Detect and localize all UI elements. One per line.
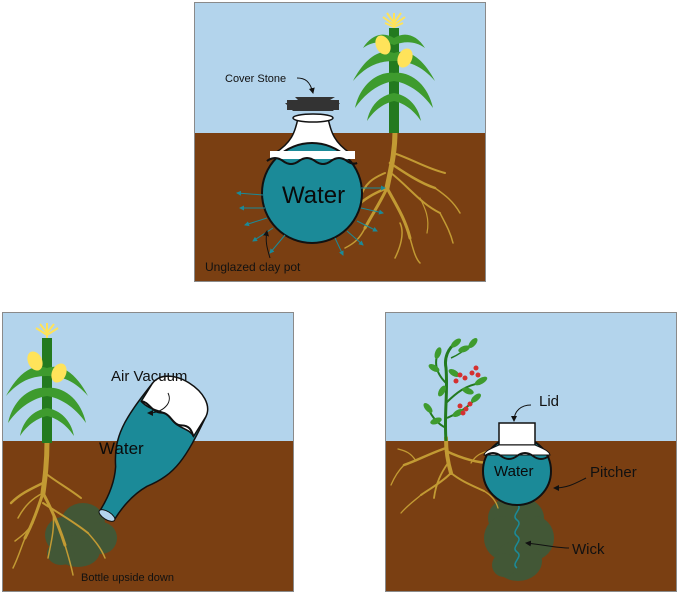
bottle-water-surface bbox=[140, 400, 195, 437]
corn-tassel bbox=[35, 323, 59, 338]
seepage-arrows bbox=[236, 185, 386, 256]
lid-leader bbox=[511, 404, 532, 422]
clay-pot-label: Unglazed clay pot bbox=[205, 260, 301, 274]
bottle-label: Bottle upside down bbox=[81, 572, 174, 584]
panel-bottle: Air Vacuum Water Bottle upside down bbox=[2, 312, 294, 592]
air-vacuum-label: Air Vacuum bbox=[111, 368, 187, 385]
pitcher-leader bbox=[553, 477, 587, 491]
pot-leader bbox=[263, 230, 271, 259]
pot-water-label: Water bbox=[282, 182, 345, 209]
corn-cob-right bbox=[51, 363, 67, 383]
panel-pitcher: Lid Water Pitcher Wick bbox=[385, 312, 677, 592]
cover-stone-body bbox=[287, 100, 339, 110]
clay-pot bbox=[261, 113, 363, 244]
panel-clay-pot: Cover Stone Water Unglazed clay pot bbox=[194, 2, 486, 282]
tomato-plant bbox=[423, 338, 488, 442]
tomato-stem bbox=[443, 341, 457, 442]
pitcher-illustration: Lid Water Pitcher Wick bbox=[386, 313, 676, 591]
pot-shoulder-white bbox=[270, 151, 355, 159]
cover-stone-leader bbox=[296, 77, 315, 94]
clay-pot-illustration: Cover Stone Water Unglazed clay pot bbox=[195, 3, 485, 281]
cover-stone-label: Cover Stone bbox=[225, 73, 286, 85]
plant-roots bbox=[390, 436, 499, 514]
bottle-neck-opening bbox=[98, 509, 116, 522]
pitcher-water-label: Water bbox=[494, 463, 533, 480]
tomato-berries bbox=[453, 365, 481, 416]
pot-body bbox=[261, 142, 363, 244]
bottle bbox=[98, 375, 209, 522]
corn-plant bbox=[6, 323, 88, 443]
corn-tassel bbox=[382, 12, 406, 28]
bottle-illustration: Air Vacuum Water Bottle upside down bbox=[3, 313, 293, 591]
pot-mouth bbox=[292, 113, 334, 123]
pitcher-label: Pitcher bbox=[590, 464, 637, 481]
air-vacuum-leader bbox=[147, 392, 170, 416]
sky bbox=[195, 3, 485, 133]
corn-plant bbox=[353, 12, 435, 133]
corn-cob-left bbox=[375, 35, 391, 55]
plant-roots bbox=[339, 128, 461, 264]
pitcher-lid bbox=[498, 422, 536, 446]
bottle-water-label: Water bbox=[99, 439, 144, 458]
corn-cob-right bbox=[397, 48, 413, 68]
plant-roots bbox=[9, 438, 106, 576]
pitcher-water-surface bbox=[484, 452, 550, 460]
pitcher-shoulder bbox=[483, 444, 551, 456]
corn-cob-left bbox=[27, 351, 43, 371]
sky bbox=[386, 313, 676, 441]
lid-label: Lid bbox=[539, 393, 559, 410]
tomato-leaves bbox=[423, 338, 488, 425]
wick-leader bbox=[525, 540, 570, 549]
wick-label: Wick bbox=[572, 541, 605, 558]
pitcher bbox=[482, 422, 552, 506]
